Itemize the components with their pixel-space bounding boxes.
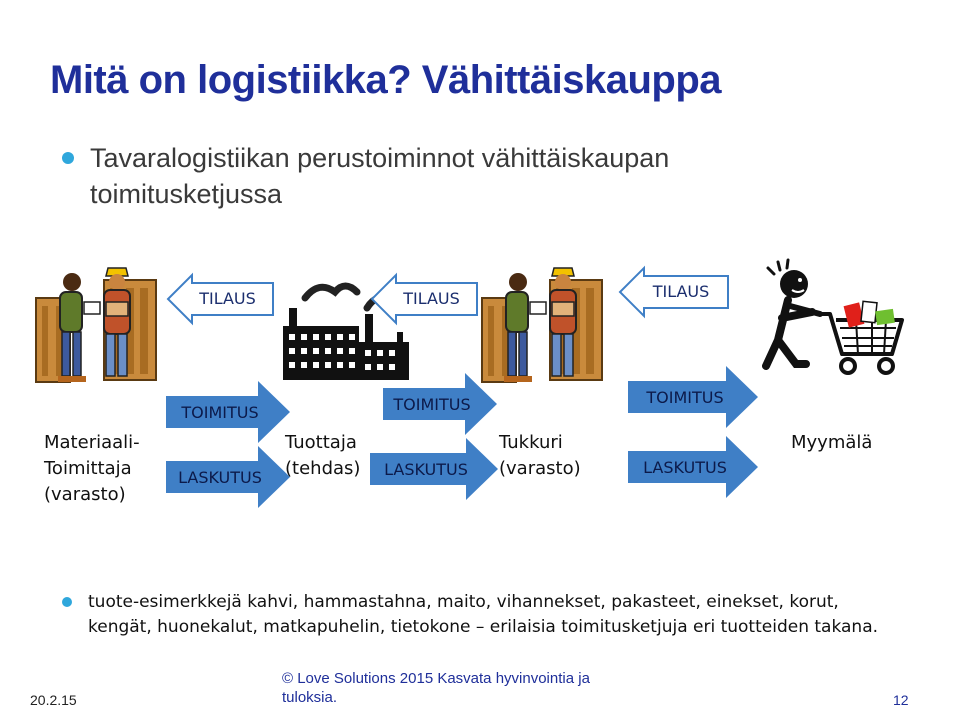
bullet-intro-text: Tavaralogistiikan perustoiminnot vähittä… xyxy=(90,143,670,209)
node-producer-line1: Tuottaja xyxy=(285,432,357,453)
delivery-arrow-1: TOIMITUS xyxy=(166,381,290,443)
right-arrow-icon xyxy=(370,438,498,500)
node-store-line1: Myymälä xyxy=(791,432,873,453)
order-label-2: TILAUS xyxy=(403,289,460,308)
node-wholesaler: Tukkuri (varasto) xyxy=(499,430,581,482)
workers-illustration-2 xyxy=(478,258,608,390)
page-title: Mitä on logistiikka? Vähittäiskauppa xyxy=(50,58,722,102)
node-supplier: Materiaali- Toimittaja (varasto) xyxy=(44,430,140,508)
delivery-label-3: TOIMITUS xyxy=(646,388,724,407)
shopper-illustration xyxy=(762,258,912,380)
delivery-label-1: TOIMITUS xyxy=(181,403,259,422)
workers-with-boxes-icon xyxy=(481,267,603,383)
right-arrow-icon xyxy=(166,446,290,508)
node-producer-line2: (tehdas) xyxy=(285,458,361,479)
order-arrow-1: TILAUS xyxy=(166,272,274,326)
node-wholesaler-line2: (varasto) xyxy=(499,458,581,479)
invoice-arrow-3: LASKUTUS xyxy=(628,436,758,498)
node-supplier-line2: Toimittaja xyxy=(44,458,132,479)
right-arrow-icon xyxy=(383,373,497,435)
left-arrow-icon xyxy=(166,272,274,326)
bullet-intro: Tavaralogistiikan perustoiminnot vähittä… xyxy=(62,140,742,212)
footer-page-number: 12 xyxy=(893,692,909,708)
footer-date: 20.2.15 xyxy=(30,692,77,708)
delivery-label-2: TOIMITUS xyxy=(393,395,471,414)
delivery-arrow-3: TOIMITUS xyxy=(628,366,758,428)
bullet-dot-icon xyxy=(62,152,74,164)
bullet-dot-icon xyxy=(62,597,72,607)
workers-illustration xyxy=(32,258,162,390)
node-producer: Tuottaja (tehdas) xyxy=(285,430,360,482)
order-arrow-3: TILAUS xyxy=(618,265,729,319)
left-arrow-icon xyxy=(618,265,729,319)
order-label-1: TILAUS xyxy=(199,289,256,308)
workers-with-boxes-icon xyxy=(35,267,157,383)
right-arrow-icon xyxy=(628,366,758,428)
delivery-arrow-2: TOIMITUS xyxy=(383,373,497,435)
order-label-3: TILAUS xyxy=(652,282,710,301)
invoice-label-3: LASKUTUS xyxy=(643,458,727,477)
node-wholesaler-line1: Tukkuri xyxy=(499,432,563,453)
bullet-examples-text: tuote-esimerkkejä kahvi, hammastahna, ma… xyxy=(88,592,879,637)
invoice-arrow-2: LASKUTUS xyxy=(370,438,498,500)
node-store: Myymälä xyxy=(791,430,872,456)
right-arrow-icon xyxy=(628,436,758,498)
footer-copyright: © Love Solutions 2015 Kasvata hyvinvoint… xyxy=(282,670,590,706)
invoice-label-1: LASKUTUS xyxy=(178,468,262,487)
order-arrow-2: TILAUS xyxy=(370,272,478,326)
right-arrow-icon xyxy=(166,381,290,443)
invoice-label-2: LASKUTUS xyxy=(384,460,468,479)
invoice-arrow-1: LASKUTUS xyxy=(166,446,290,508)
shopping-cart-person-icon xyxy=(762,258,904,375)
left-arrow-icon xyxy=(370,272,478,326)
node-supplier-line3: (varasto) xyxy=(44,484,126,505)
node-supplier-line1: Materiaali- xyxy=(44,432,140,453)
bullet-examples: tuote-esimerkkejä kahvi, hammastahna, ma… xyxy=(62,590,882,640)
